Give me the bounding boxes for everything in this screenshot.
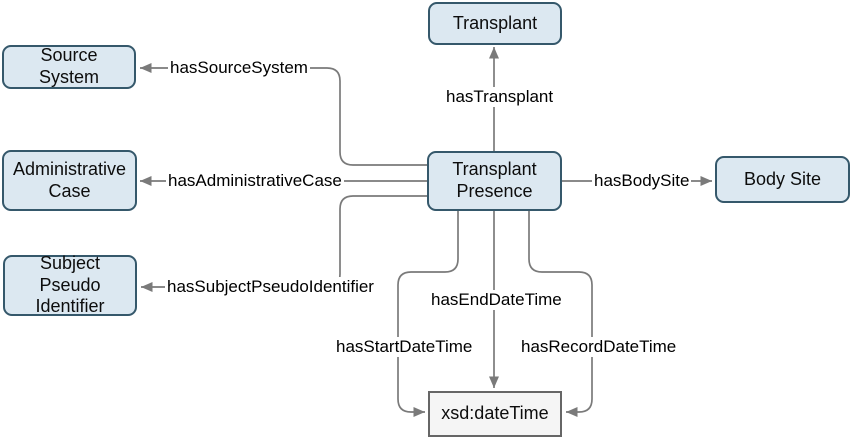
edge-has-start-datetime <box>397 211 459 417</box>
node-subject-pseudo-identifier: Subject Pseudo Identifier <box>3 253 137 316</box>
node-body-site: Body Site <box>715 156 850 203</box>
edge-has-subject-pseudo-identifier <box>141 195 427 292</box>
edge-label-has-end-datetime: hasEndDateTime <box>429 290 564 310</box>
node-transplant: Transplant <box>428 2 562 45</box>
edge-label-has-start-datetime: hasStartDateTime <box>334 337 475 357</box>
edge-label-has-record-datetime: hasRecordDateTime <box>519 337 679 357</box>
edge-label-has-body-site: hasBodySite <box>592 171 692 191</box>
edge-label-has-source-system: hasSourceSystem <box>168 58 310 78</box>
edge-has-record-datetime <box>528 211 593 417</box>
node-transplant-presence: Transplant Presence <box>427 151 562 211</box>
node-administrative-case: Administrative Case <box>2 150 137 211</box>
edge-label-has-subject-pseudo-identifier: hasSubjectPseudoIdentifier <box>165 277 376 297</box>
edge-has-source-system <box>140 63 427 166</box>
node-source-system: Source System <box>2 45 136 89</box>
edge-label-has-transplant: hasTransplant <box>444 87 556 107</box>
edge-label-has-administrative-case: hasAdministrativeCase <box>166 171 344 191</box>
node-xsd-datetime: xsd:dateTime <box>428 391 562 437</box>
